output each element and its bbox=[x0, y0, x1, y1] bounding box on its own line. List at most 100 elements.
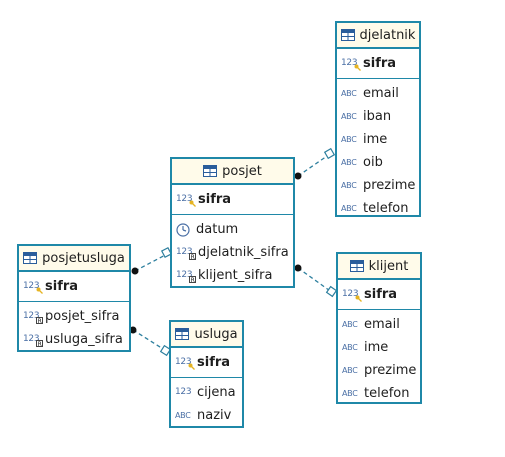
primary-key-section: 123 sifra bbox=[19, 272, 129, 302]
text-type-icon: ABC bbox=[175, 410, 191, 420]
entity-title: djelatnik bbox=[359, 27, 416, 43]
column-row[interactable]: ABC email bbox=[337, 82, 419, 105]
table-icon bbox=[203, 165, 218, 177]
entity-header[interactable]: posjet bbox=[172, 159, 293, 185]
column-name: posjet_sifra bbox=[45, 309, 120, 324]
table-icon bbox=[349, 260, 364, 272]
entity-title: posjet bbox=[222, 163, 262, 179]
primary-key-section: 123 sifra bbox=[172, 185, 293, 215]
entity-header[interactable]: djelatnik bbox=[337, 23, 419, 49]
column-row[interactable]: datum bbox=[172, 218, 293, 241]
entity-klijent[interactable]: klijent 123 sifra ABC email ABC ime ABC pre… bbox=[336, 252, 422, 404]
entity-title: usluga bbox=[194, 326, 238, 342]
column-row[interactable]: 123 sifra bbox=[172, 188, 293, 211]
column-name: email bbox=[364, 317, 400, 332]
datetime-icon bbox=[176, 222, 190, 237]
numeric-key-icon: 123 bbox=[176, 195, 196, 207]
text-type-icon: ABC bbox=[341, 111, 357, 121]
entity-djelatnik[interactable]: djelatnik 123 sifra ABC email ABC iban ABC… bbox=[335, 21, 421, 217]
text-type-icon: ABC bbox=[342, 342, 358, 352]
column-name: telefon bbox=[363, 201, 409, 216]
column-name: ime bbox=[364, 340, 389, 355]
entity-header[interactable]: klijent bbox=[338, 254, 420, 280]
primary-key-section: 123 sifra bbox=[171, 348, 242, 378]
column-name: oib bbox=[363, 155, 383, 170]
text-type-icon: ABC bbox=[341, 157, 357, 167]
column-row[interactable]: ABC iban bbox=[337, 105, 419, 128]
column-name: iban bbox=[363, 109, 392, 124]
columns-section: ABC email ABC iban ABC ime ABC oib ABC prezim… bbox=[337, 79, 419, 223]
column-row[interactable]: 123 sifra bbox=[338, 283, 420, 306]
column-name: sifra bbox=[198, 192, 232, 207]
column-name: naziv bbox=[197, 408, 232, 423]
column-row[interactable]: ABC telefon bbox=[337, 197, 419, 220]
text-type-icon: ABC bbox=[342, 388, 358, 398]
column-row[interactable]: ABC naziv bbox=[171, 404, 242, 427]
table-icon bbox=[23, 252, 38, 264]
column-row[interactable]: ABC telefon bbox=[338, 382, 420, 405]
numeric-key-icon: 123 bbox=[23, 282, 43, 294]
column-name: sifra bbox=[364, 287, 398, 302]
text-type-icon: ABC bbox=[342, 365, 358, 375]
column-name: prezime bbox=[363, 178, 416, 193]
entity-header[interactable]: posjetusluga bbox=[19, 246, 129, 272]
column-row[interactable]: ABC ime bbox=[337, 128, 419, 151]
column-row[interactable]: ABC email bbox=[338, 313, 420, 336]
column-name: ime bbox=[363, 132, 388, 147]
column-row[interactable]: 123 sifra bbox=[337, 52, 419, 75]
table-icon bbox=[340, 29, 355, 41]
columns-section: ABC email ABC ime ABC prezime ABC telefon bbox=[338, 310, 420, 408]
column-name: usluga_sifra bbox=[45, 332, 123, 347]
text-type-icon: ABC bbox=[341, 88, 357, 98]
column-row[interactable]: 123 sifra bbox=[19, 275, 129, 298]
relation-posjetusluga-usluga[interactable] bbox=[129, 326, 172, 357]
column-name: prezime bbox=[364, 363, 417, 378]
column-row[interactable]: ABC prezime bbox=[338, 359, 420, 382]
numeric-key-icon: 123 bbox=[341, 59, 361, 71]
numeric-type-icon: 123 bbox=[175, 387, 192, 397]
column-name: sifra bbox=[363, 56, 397, 71]
numeric-key-icon: 123 bbox=[342, 290, 362, 302]
text-type-icon: ABC bbox=[341, 134, 357, 144]
primary-key-section: 123 sifra bbox=[338, 280, 420, 310]
column-name: sifra bbox=[45, 279, 79, 294]
text-type-icon: ABC bbox=[342, 319, 358, 329]
text-type-icon: ABC bbox=[341, 180, 357, 190]
primary-key-section: 123 sifra bbox=[337, 49, 419, 79]
relation-posjet-djelatnik[interactable] bbox=[294, 147, 336, 180]
column-name: telefon bbox=[364, 386, 410, 401]
column-name: djelatnik_sifra bbox=[198, 245, 289, 260]
column-row[interactable]: 123 sifra bbox=[171, 351, 242, 374]
column-name: sifra bbox=[197, 355, 231, 370]
column-row[interactable]: ABC prezime bbox=[337, 174, 419, 197]
text-type-icon: ABC bbox=[341, 203, 357, 213]
relation-posjetusluga-posjet[interactable] bbox=[131, 246, 173, 275]
numeric-key-icon: 123 bbox=[175, 358, 195, 370]
column-row[interactable]: ABC oib bbox=[337, 151, 419, 174]
entity-posjet[interactable]: posjet 123 sifra datum bbox=[170, 157, 295, 288]
entity-header[interactable]: usluga bbox=[171, 322, 242, 348]
entity-title: klijent bbox=[368, 258, 409, 274]
column-row[interactable]: ABC ime bbox=[338, 336, 420, 359]
relation-posjet-klijent[interactable] bbox=[294, 264, 338, 298]
column-name: datum bbox=[196, 222, 239, 237]
column-name: email bbox=[363, 86, 399, 101]
column-name: klijent_sifra bbox=[198, 268, 273, 283]
entity-title: posjetusluga bbox=[42, 250, 125, 266]
